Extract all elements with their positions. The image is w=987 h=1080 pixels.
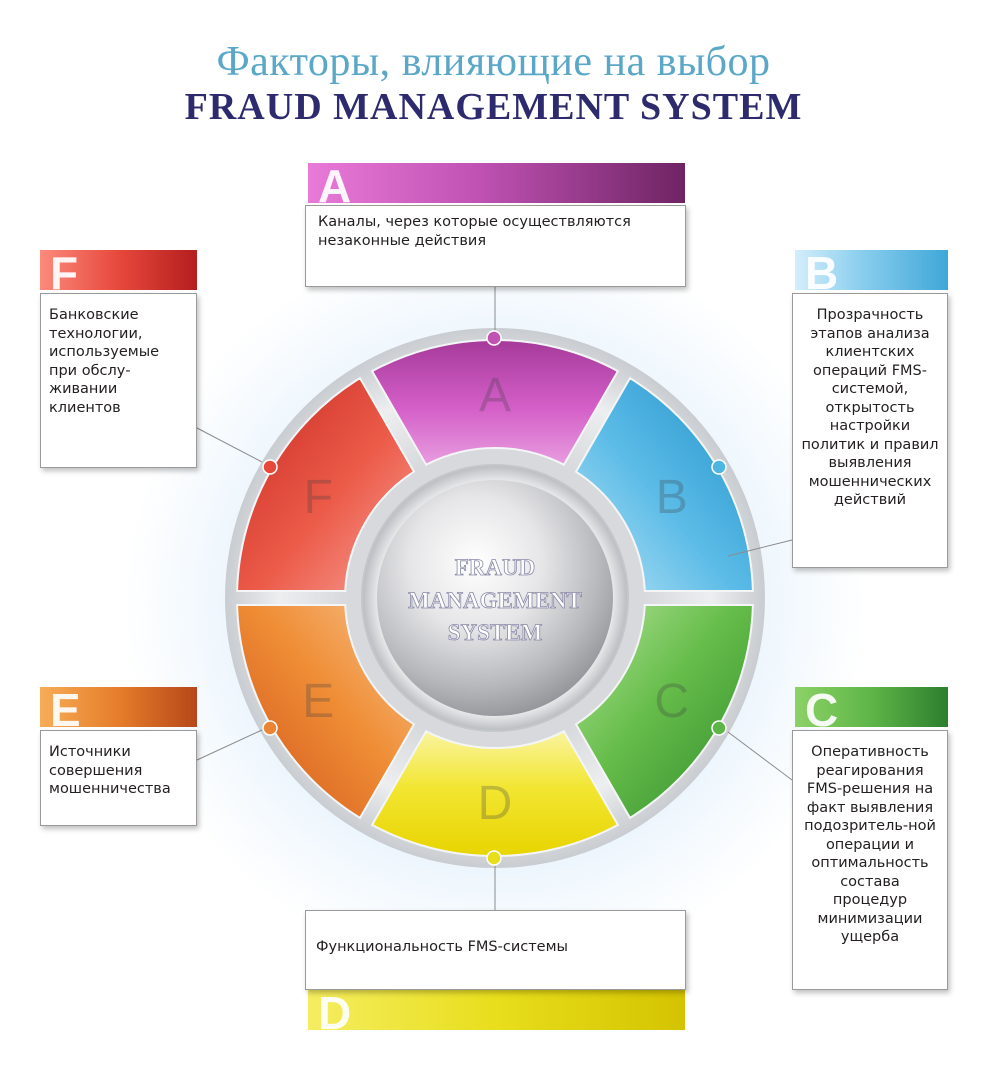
factor-box-c: Оперативность реагирования FMS-решения н… <box>792 730 948 990</box>
connector-b <box>727 539 793 557</box>
band-f: F <box>40 250 197 290</box>
factor-box-f: Банковские технологии, используемые при … <box>40 293 197 468</box>
band-letter-c: C <box>805 687 839 727</box>
band-letter-d: D <box>318 990 352 1030</box>
connector-f <box>196 427 263 463</box>
factor-box-d: Функциональность FMS-системы <box>305 910 686 990</box>
hub <box>377 480 613 716</box>
title-line-1: Факторы, влияющие на выбор <box>216 39 771 85</box>
marker-d <box>486 850 502 866</box>
segment-letter-b: B <box>656 471 688 524</box>
segment-letter-c: C <box>654 675 689 728</box>
title-line-2: FRAUD MANAGEMENT SYSTEM <box>184 86 803 128</box>
segment-a <box>370 338 620 467</box>
marker-f <box>262 459 278 475</box>
band-e: E <box>40 687 197 727</box>
marker-c <box>711 720 727 736</box>
band-letter-f: F <box>50 250 79 290</box>
segment-letter-d: D <box>478 777 513 830</box>
segment-c <box>574 604 754 820</box>
segment-b <box>574 376 754 592</box>
band-c: C <box>795 687 948 727</box>
factor-box-e: Источники совершения мошенничества <box>40 730 197 826</box>
segment-letter-a: A <box>479 369 511 422</box>
factor-text-d: Функциональность FMS-системы <box>316 939 568 955</box>
factor-text-e: Источники совершения мошенничества <box>49 744 171 797</box>
hub-label-line-2: MANAGEMENT <box>408 588 582 613</box>
factor-box-a: Каналы, через которые осуществляются нез… <box>305 205 686 287</box>
marker-b <box>711 459 727 475</box>
band-d: D <box>308 990 685 1030</box>
factor-text-a: Каналы, через которые осуществляются нез… <box>318 214 631 249</box>
factor-text-b: Прозрачность этапов анализа клиентских о… <box>801 307 939 508</box>
factor-box-b: Прозрачность этапов анализа клиентских о… <box>792 293 948 568</box>
band-letter-a: A <box>318 163 352 203</box>
segment-letter-e: E <box>302 675 334 728</box>
band-a: A <box>308 163 685 203</box>
band-b: B <box>795 250 948 290</box>
factor-text-c: Оперативность реагирования FMS-решения н… <box>804 744 936 945</box>
marker-a <box>486 330 502 346</box>
band-letter-e: E <box>50 687 81 727</box>
marker-e <box>262 720 278 736</box>
hub-label-line-3: SYSTEM <box>448 620 543 645</box>
connector-c <box>727 731 793 781</box>
segment-e <box>236 604 416 820</box>
segment-letter-f: F <box>304 471 333 524</box>
hub-label-line-1: FRAUD <box>455 555 536 580</box>
connector-e <box>196 729 263 761</box>
segment-d <box>370 729 620 858</box>
factor-text-f: Банковские технологии, используемые при … <box>49 307 160 416</box>
band-letter-b: B <box>805 250 839 290</box>
segment-f <box>236 376 416 592</box>
